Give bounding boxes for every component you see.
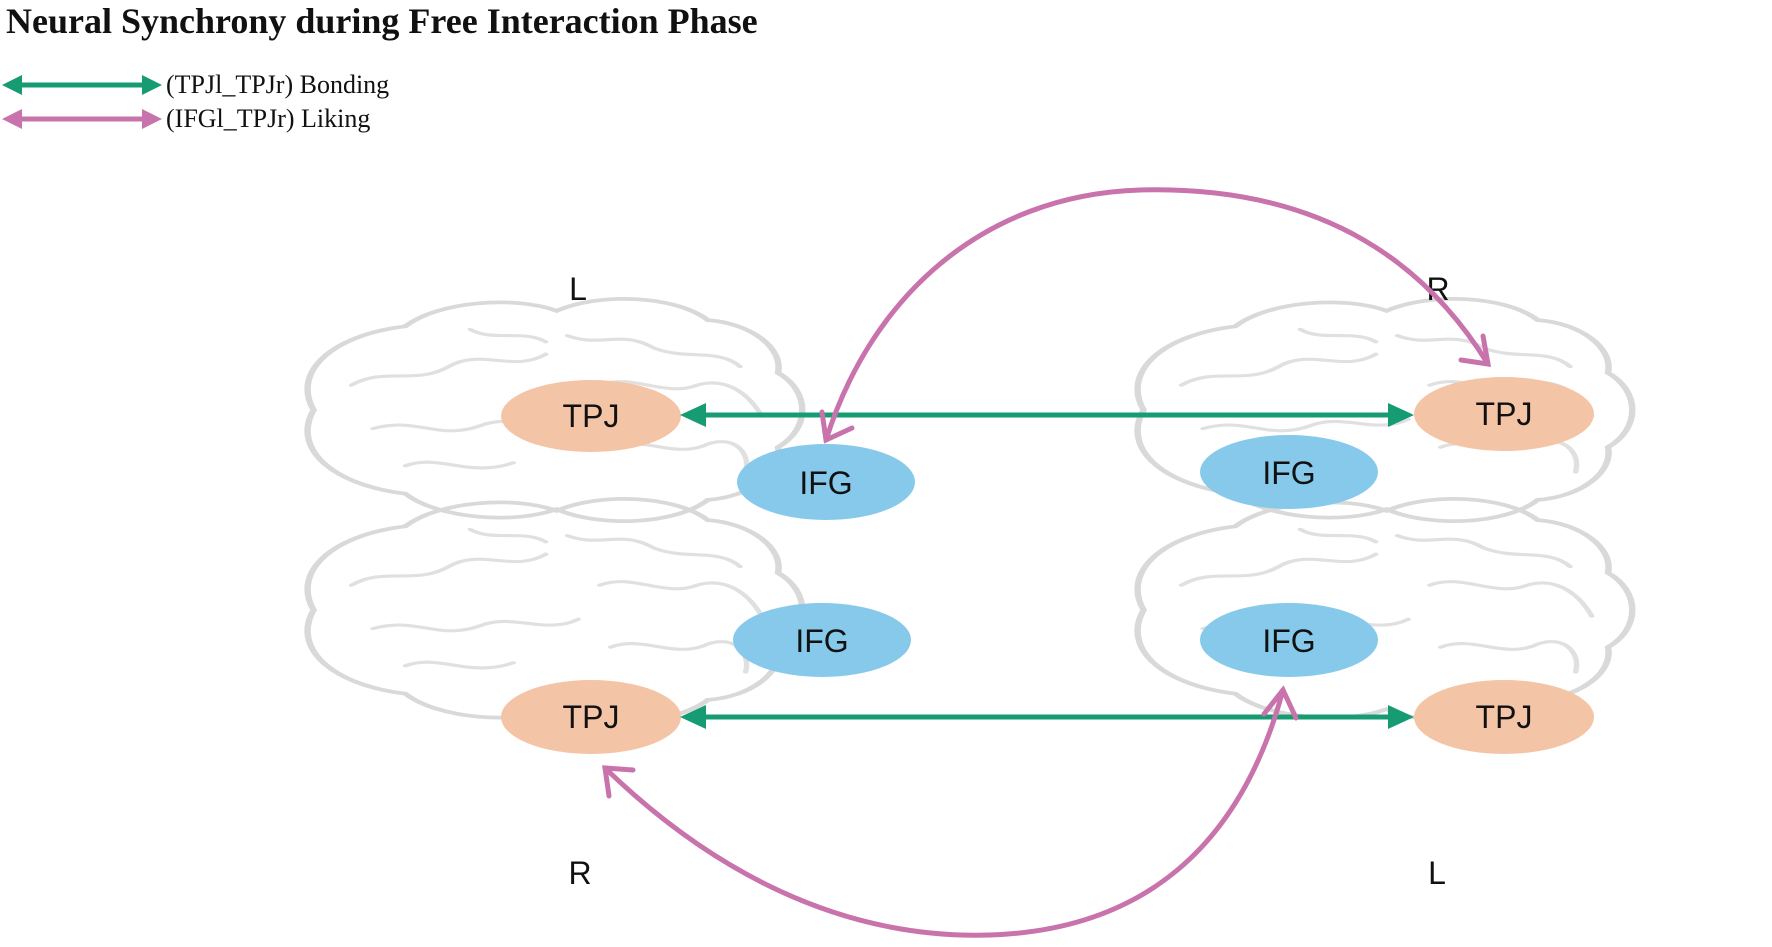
tpj-top-left: [501, 380, 681, 452]
tpj-bottom-right-label: TPJ: [1476, 699, 1533, 735]
diagram-title: Neural Synchrony during Free Interaction…: [6, 1, 758, 41]
ifg-bottom-right-label: IFG: [1262, 623, 1315, 659]
side-label-top-left: L: [569, 271, 587, 307]
ifg-top-left: [737, 444, 915, 520]
liking-arrow-top: [819, 187, 1492, 444]
tpj-top-right-label: TPJ: [1476, 396, 1533, 432]
tpj-top-right: [1414, 377, 1594, 451]
ifg-bottom-left-label: IFG: [795, 623, 848, 659]
side-label-top-right: R: [1426, 271, 1449, 307]
pink-double-arrow-icon: [2, 109, 162, 129]
tpj-bottom-right: [1414, 680, 1594, 754]
legend-label-bonding: (TPJl_TPJr) Bonding: [166, 70, 390, 99]
bonding-arrow-top: [680, 403, 1414, 427]
green-double-arrow-icon: [2, 75, 162, 95]
liking-arrow-bottom: [602, 685, 1299, 938]
legend-item-liking: (IFGl_TPJr) Liking: [0, 104, 420, 134]
tpj-top-left-label: TPJ: [563, 398, 620, 434]
legend-item-bonding: (TPJl_TPJr) Bonding: [0, 70, 420, 100]
ifg-bottom-left: [733, 603, 911, 677]
legend-label-liking: (IFGl_TPJr) Liking: [166, 104, 371, 133]
bonding-arrow-bottom: [680, 705, 1414, 729]
tpj-bottom-left-label: TPJ: [563, 699, 620, 735]
side-label-bottom-right: L: [1428, 855, 1446, 891]
ifg-top-left-label: IFG: [799, 465, 852, 501]
ifg-bottom-right: [1200, 603, 1378, 677]
side-label-bottom-left: R: [568, 855, 591, 891]
tpj-bottom-left: [501, 680, 681, 754]
ifg-top-right-label: IFG: [1262, 455, 1315, 491]
ifg-top-right: [1200, 435, 1378, 509]
